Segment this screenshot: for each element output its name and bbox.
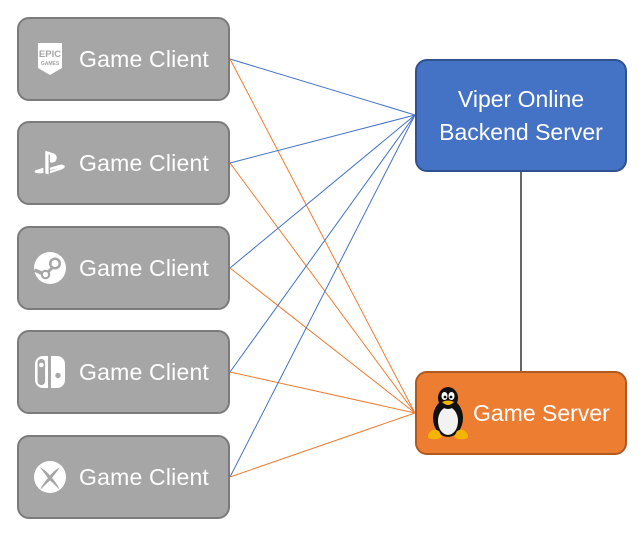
client-to-backend-line bbox=[229, 114, 416, 478]
epic-games-icon: EPIC GAMES bbox=[33, 42, 67, 76]
backend-server-node[interactable]: Viper Online Backend Server bbox=[415, 59, 627, 172]
backend-server-label: Viper Online Backend Server bbox=[439, 85, 603, 145]
client-to-server-line bbox=[229, 162, 416, 414]
client-to-backend-line bbox=[229, 114, 416, 373]
xbox-icon bbox=[33, 460, 67, 494]
game-server-label: Game Server bbox=[473, 399, 610, 426]
game-client-node[interactable]: Game Client bbox=[17, 226, 230, 310]
game-client-node[interactable]: Game Client bbox=[17, 330, 230, 414]
game-client-label: Game Client bbox=[79, 463, 210, 490]
client-to-server-line bbox=[229, 412, 416, 478]
game-client-node[interactable]: EPIC GAMES Game Client bbox=[17, 17, 230, 101]
nintendo-switch-icon bbox=[33, 355, 67, 389]
client-to-backend-line bbox=[229, 58, 416, 116]
linux-tux-icon bbox=[425, 385, 471, 441]
playstation-icon bbox=[33, 146, 67, 180]
game-client-label: Game Client bbox=[79, 254, 210, 281]
client-to-server-line bbox=[229, 267, 416, 414]
game-client-node[interactable]: Game Client bbox=[17, 435, 230, 519]
client-to-server-line bbox=[229, 371, 416, 414]
game-client-label: Game Client bbox=[79, 358, 210, 385]
game-client-label: Game Client bbox=[79, 149, 210, 176]
client-connection-lines bbox=[229, 58, 416, 478]
client-to-backend-line bbox=[229, 114, 416, 269]
steam-icon bbox=[33, 251, 67, 285]
svg-text:EPIC: EPIC bbox=[39, 49, 61, 60]
game-client-label: Game Client bbox=[79, 45, 210, 72]
client-to-server-line bbox=[229, 58, 416, 414]
game-server-node[interactable]: Game Server bbox=[415, 371, 627, 455]
game-client-node[interactable]: Game Client bbox=[17, 121, 230, 205]
svg-text:GAMES: GAMES bbox=[41, 61, 60, 67]
client-to-backend-line bbox=[229, 114, 416, 164]
